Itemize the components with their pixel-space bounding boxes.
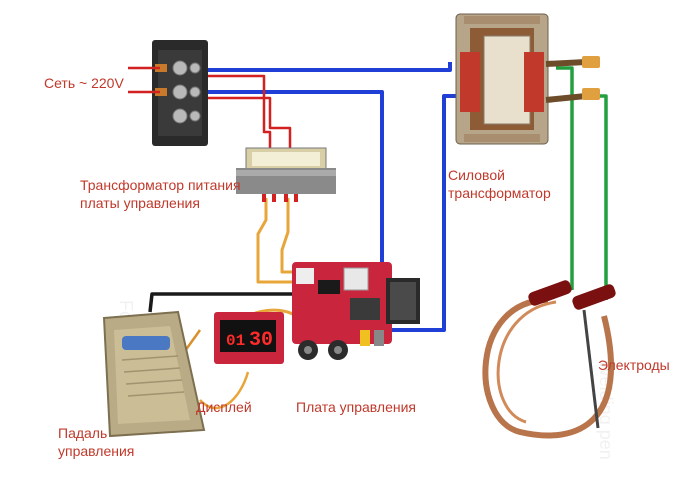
foot-pedal bbox=[102, 310, 206, 438]
electrode-wire-2 bbox=[586, 94, 608, 300]
control-transformer-red-wire-2 bbox=[200, 96, 292, 148]
label-foot-pedal: Падаль управления bbox=[58, 425, 135, 459]
low-voltage-wire-1 bbox=[256, 198, 300, 284]
secondary-lead-2 bbox=[545, 93, 587, 103]
electrode-lead bbox=[482, 297, 615, 439]
display-prefix-digits: 01 bbox=[226, 332, 245, 350]
label-display: Дисплей bbox=[196, 399, 252, 415]
display-module bbox=[214, 312, 284, 364]
electrodes-assembly bbox=[482, 280, 616, 439]
low-voltage-wire-2 bbox=[280, 198, 300, 274]
control-transformer-red-wire-1 bbox=[200, 74, 272, 148]
display-value-digits: 30 bbox=[249, 329, 273, 352]
power-transformer-to-board-wire bbox=[384, 94, 466, 332]
label-mains: Сеть ~ 220V bbox=[44, 75, 124, 91]
control-transformer bbox=[236, 147, 336, 202]
mains-wire-to-board bbox=[200, 90, 384, 272]
label-control-board: Плата управления bbox=[296, 399, 416, 415]
label-power-transformer: Силовой трансформатор bbox=[448, 167, 551, 201]
control-board-pcb bbox=[292, 262, 420, 360]
mains-terminal-block bbox=[128, 40, 208, 146]
secondary-lead-1 bbox=[545, 59, 587, 67]
label-control-transformer: Трансформатор питания платы управления bbox=[80, 177, 241, 211]
electrode-wire-1 bbox=[556, 66, 574, 290]
mains-wire-to-power-transformer bbox=[200, 62, 452, 72]
label-electrodes: Электроды bbox=[598, 357, 670, 373]
display-cable-2 bbox=[199, 371, 250, 410]
pedal-signal-wire bbox=[148, 292, 296, 313]
power-transformer bbox=[455, 13, 600, 145]
